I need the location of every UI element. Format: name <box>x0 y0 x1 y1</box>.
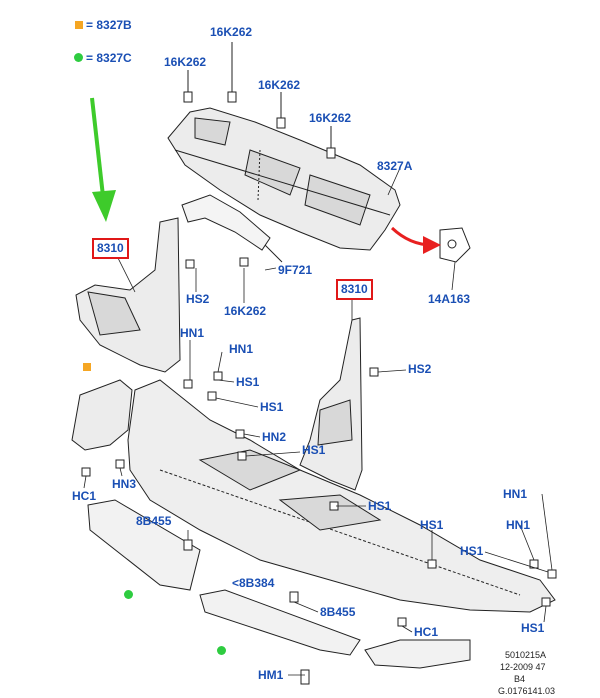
label-hs1: HS1 <box>420 518 444 532</box>
label-hs1: HS1 <box>521 621 545 635</box>
footer-ref-4: G.0176141.03 <box>498 686 556 696</box>
label-hs2: HS2 <box>186 292 210 306</box>
label-8b455: 8B455 <box>320 605 356 619</box>
left-shield-8310 <box>75 217 181 373</box>
label-hn1: HN1 <box>503 487 528 501</box>
bracket-9f721 <box>181 194 283 263</box>
label-8b384: <8B384 <box>232 576 275 590</box>
footer-ref-3: B4 <box>514 674 526 684</box>
label-hs1: HS1 <box>368 499 392 513</box>
footer-ref-2: 12-2009 47 <box>500 662 546 672</box>
label-16k262: 16K262 <box>224 304 267 318</box>
label-8327a: 8327A <box>377 159 413 173</box>
leader-lines <box>83 167 553 676</box>
orange-square-marker <box>83 363 91 371</box>
small-fasteners <box>81 257 557 685</box>
label-hs1: HS1 <box>260 400 284 414</box>
label-14a163: 14A163 <box>428 292 471 306</box>
green-arrow <box>90 97 116 222</box>
label-16k262: 16K262 <box>210 25 253 39</box>
green-dot-marker <box>217 646 226 655</box>
lower-middle-strip <box>199 589 361 656</box>
right-shield-8310 <box>299 317 363 491</box>
lower-left-strip <box>87 499 201 591</box>
green-dot-marker <box>74 53 83 62</box>
left-deflector-panel <box>71 379 133 451</box>
green-dot-marker <box>124 590 133 599</box>
footer-ref-1: 5010215A <box>505 650 547 660</box>
label-hm1: HM1 <box>258 668 284 682</box>
label-hc1: HC1 <box>414 625 439 639</box>
label-8310-left: 8310 <box>92 238 129 259</box>
label-16k262: 16K262 <box>164 55 207 69</box>
label-16k262: 16K262 <box>309 111 352 125</box>
label-hn2: HN2 <box>262 430 287 444</box>
label-9f721: 9F721 <box>278 263 313 277</box>
legend-dot-label: = 8327C <box>86 51 132 65</box>
lower-right-strip <box>364 639 471 669</box>
legend-square-label: = 8327B <box>86 18 132 32</box>
upper-deflector-8327a <box>167 107 401 251</box>
label-hc1: HC1 <box>72 489 97 503</box>
label-8b455: 8B455 <box>136 514 172 528</box>
label-hn3: HN3 <box>112 477 137 491</box>
clip-14a163 <box>439 227 471 263</box>
label-hs2: HS2 <box>408 362 432 376</box>
orange-square-marker <box>75 21 83 29</box>
label-hs1: HS1 <box>236 375 260 389</box>
fasteners-16k262 <box>183 42 336 159</box>
label-16k262: 16K262 <box>258 78 301 92</box>
label-hs1: HS1 <box>302 443 326 457</box>
label-hs1: HS1 <box>460 544 484 558</box>
red-arrow <box>390 226 441 254</box>
label-hn1: HN1 <box>180 326 205 340</box>
label-hn1: HN1 <box>229 342 254 356</box>
label-8310-right: 8310 <box>336 279 373 300</box>
label-hn1: HN1 <box>506 518 531 532</box>
